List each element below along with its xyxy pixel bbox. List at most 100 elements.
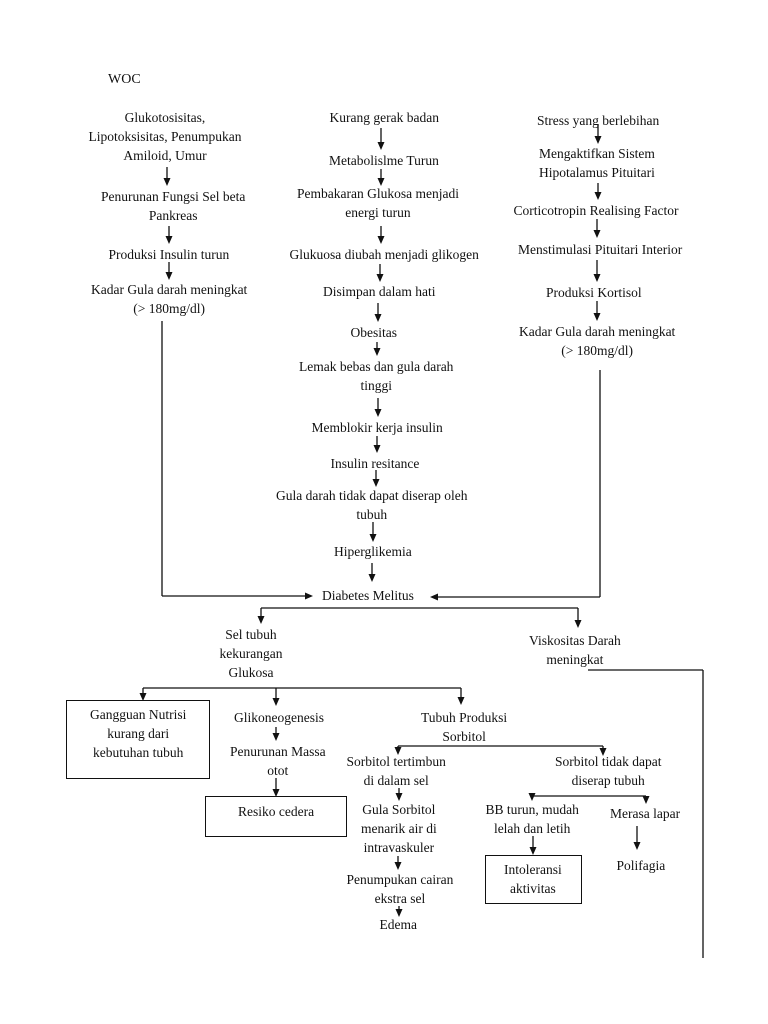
node-line: diserap tubuh xyxy=(571,773,645,788)
arrow-head xyxy=(305,592,313,600)
node-line: Memblokir kerja insulin xyxy=(311,420,443,435)
node-kadar-gula-right: Kadar Gula darah meningkat (> 180mg/dl) xyxy=(519,322,675,360)
node-line: Penurunan Massa xyxy=(230,744,326,759)
node-merasa-lapar: Merasa lapar xyxy=(610,804,680,823)
arrow-head xyxy=(272,789,280,797)
node-line: BB turun, mudah xyxy=(485,802,579,817)
node-penurunan-massa-otot: Penurunan Massa otot xyxy=(230,742,326,780)
node-line: Mengaktifkan Sistem xyxy=(539,146,655,161)
node-line: (> 180mg/dl) xyxy=(561,343,634,358)
node-intoleransi-aktivitas: Intoleransi aktivitas xyxy=(504,860,562,898)
node-line: otot xyxy=(267,763,289,778)
node-line: tinggi xyxy=(360,378,392,393)
node-line: Merasa lapar xyxy=(610,806,681,821)
node-glikoneogenesis: Glikoneogenesis xyxy=(234,708,324,727)
node-produksi-insulin-turun: Produksi Insulin turun xyxy=(109,245,230,264)
node-line: Metabolislme Turun xyxy=(329,153,439,168)
arrow-head xyxy=(457,697,465,705)
node-line: Resiko cedera xyxy=(238,804,315,819)
arrow-head xyxy=(376,274,384,282)
arrow-head xyxy=(394,862,402,870)
node-line: kekurangan xyxy=(219,646,283,661)
arrow-head xyxy=(594,136,602,144)
arrow-head xyxy=(374,409,382,417)
node-line: Gula darah tidak dapat diserap oleh xyxy=(276,488,468,503)
node-metabolisme-turun: Metabolislme Turun xyxy=(329,151,439,170)
node-line: Menstimulasi Pituitari Interior xyxy=(518,242,683,257)
node-line: Lemak bebas dan gula darah xyxy=(299,359,454,374)
node-line: meningkat xyxy=(546,652,604,667)
node-line: Penurunan Fungsi Sel beta xyxy=(101,189,246,204)
node-line: Kurang gerak badan xyxy=(329,110,439,125)
node-line: Diabetes Melitus xyxy=(322,588,414,603)
node-kurang-gerak-badan: Kurang gerak badan xyxy=(330,108,439,127)
node-corticotropin: Corticotropin Realising Factor xyxy=(514,201,679,220)
node-resiko-cedera: Resiko cedera xyxy=(238,802,314,821)
node-line: (> 180mg/dl) xyxy=(133,301,206,316)
node-line: kebutuhan tubuh xyxy=(92,745,184,760)
node-line: Glikoneogenesis xyxy=(234,710,324,725)
node-line: Edema xyxy=(379,917,417,932)
arrow-head xyxy=(633,842,641,850)
node-line: Lipotoksisitas, Penumpukan xyxy=(88,129,242,144)
arrow-head xyxy=(374,314,382,322)
arrow-head xyxy=(165,236,173,244)
node-insulin-resitance: Insulin resitance xyxy=(331,454,420,473)
node-line: aktivitas xyxy=(509,881,556,896)
arrow-head xyxy=(377,142,385,150)
node-glukotosisitas: Glukotosisitas, Lipotoksisitas, Penumpuka… xyxy=(89,108,242,165)
node-line: Corticotropin Realising Factor xyxy=(513,203,679,218)
box-gangguan-nutrisi xyxy=(66,700,210,779)
arrow-head xyxy=(599,748,607,756)
arrow-head xyxy=(165,272,173,280)
node-stress-berlebihan: Stress yang berlebihan xyxy=(537,111,659,130)
node-line: Insulin resitance xyxy=(330,456,420,471)
node-bb-turun: BB turun, mudah lelah dan letih xyxy=(486,800,579,838)
node-line: lelah dan letih xyxy=(493,821,571,836)
node-line: Gangguan Nutrisi xyxy=(90,707,187,722)
node-menstimulasi-pituitari: Menstimulasi Pituitari Interior xyxy=(518,240,682,259)
node-line: Kadar Gula darah meningkat xyxy=(91,282,248,297)
node-line: Kadar Gula darah meningkat xyxy=(519,324,676,339)
arrow-head xyxy=(139,693,147,701)
node-glukosa-diubah: Glukuosa diubah menjadi glikogen xyxy=(290,245,479,264)
node-line: Pankreas xyxy=(148,208,198,223)
node-line: Produksi Kortisol xyxy=(546,285,642,300)
page-title: WOC xyxy=(108,72,141,87)
node-line: Intoleransi xyxy=(504,862,562,877)
node-line: Glukotosisitas, xyxy=(124,110,206,125)
node-diabetes-melitus: Diabetes Melitus xyxy=(322,586,414,605)
arrow-head xyxy=(394,747,402,755)
node-hiperglikemia: Hiperglikemia xyxy=(334,542,412,561)
node-line: Sel tubuh xyxy=(225,627,277,642)
node-line: kurang dari xyxy=(107,726,170,741)
node-line: Gula Sorbitol xyxy=(362,802,436,817)
arrow-head xyxy=(272,698,280,706)
node-kadar-gula-left: Kadar Gula darah meningkat (> 180mg/dl) xyxy=(91,280,247,318)
arrow-head xyxy=(594,192,602,200)
node-line: di dalam sel xyxy=(363,773,429,788)
node-polifagia: Polifagia xyxy=(617,856,666,875)
arrow-head xyxy=(528,793,536,801)
box-resiko-cedera xyxy=(205,796,347,837)
arrow-head xyxy=(593,274,601,282)
arrow-head xyxy=(395,793,403,801)
arrow-head xyxy=(593,313,601,321)
node-line: Polifagia xyxy=(616,858,666,873)
node-sorbitol-tidak-diserap: Sorbitol tidak dapat diserap tubuh xyxy=(555,752,661,790)
node-lemak-bebas: Lemak bebas dan gula darah tinggi xyxy=(299,357,453,395)
arrow-head xyxy=(372,479,380,487)
node-obesitas: Obesitas xyxy=(351,323,398,342)
arrow-head xyxy=(373,348,381,356)
node-line: Sorbitol tidak dapat xyxy=(555,754,662,769)
node-line: Amiloid, Umur xyxy=(123,148,207,163)
arrow-head xyxy=(574,620,582,628)
node-line: Penumpukan cairan xyxy=(346,872,454,887)
arrow-head xyxy=(368,574,376,582)
node-line: Sorbitol xyxy=(442,729,486,744)
